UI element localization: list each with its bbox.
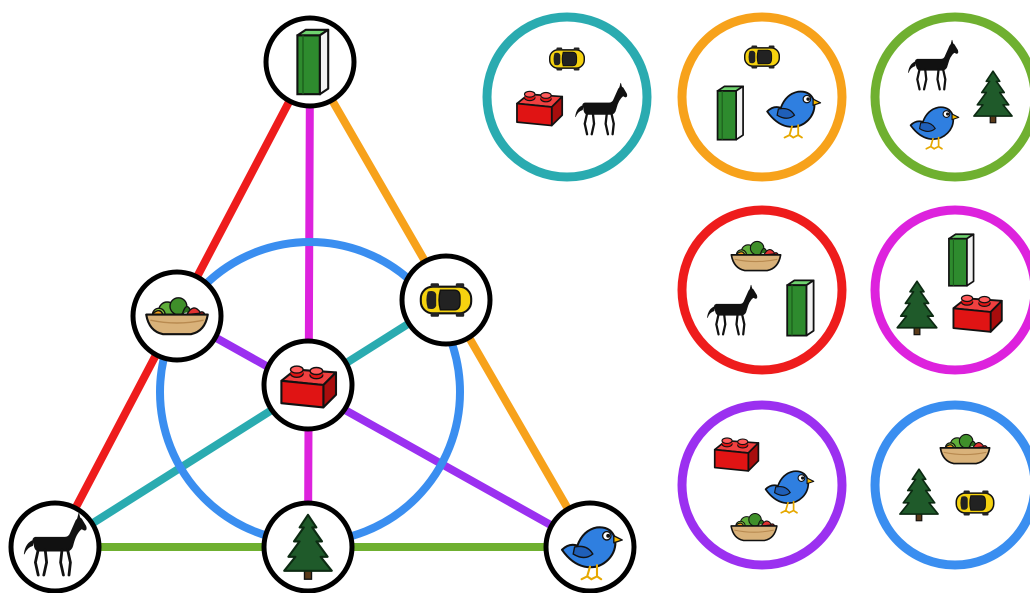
card-purple [677,400,847,570]
node-left-mid [130,269,224,363]
node-bottom-left [8,500,102,593]
node-bottom-mid [261,500,355,593]
node-center [261,338,355,432]
card-red [677,205,847,375]
card-magenta [870,205,1030,375]
car-icon [955,489,995,517]
magenta-line [304,58,314,551]
car-icon [419,282,473,318]
card-green [870,12,1030,182]
fano-lines [51,58,594,551]
teal-line [51,296,450,551]
symbol-cards [482,12,1030,570]
book-icon [296,28,330,96]
node-right-mid [399,253,493,347]
card-orange [677,12,847,182]
book-icon [786,279,815,337]
card-blue [870,400,1030,570]
book-icon [948,233,975,287]
node-top [263,15,357,109]
card-teal [482,12,652,182]
fano-nodes [8,15,637,593]
purple-line [173,312,594,551]
node-bottom-right [543,500,637,593]
car-icon [548,46,586,72]
book-icon [716,85,744,141]
car-icon [743,44,781,70]
